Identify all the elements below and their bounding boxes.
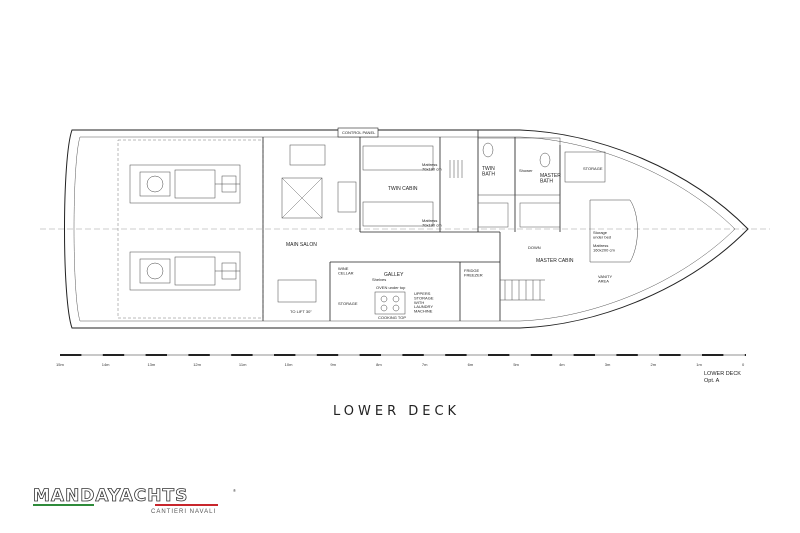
- deck-option-caption: LOWER DECK Opt. A: [704, 371, 741, 385]
- lower-deck-title: LOWER DECK: [333, 404, 461, 419]
- engine-top: [129, 164, 241, 204]
- control-panel-label: CONTROL PANEL: [342, 130, 376, 135]
- to-lift-label: TO LIFT 30": [290, 309, 312, 314]
- scale-labels: 15m 14m 13m 12m 11m 10m 9m 8m 7m 6m 5m 4m 3m 2m 1m 0: [56, 362, 745, 367]
- master-bed: [589, 199, 638, 263]
- scale-label: 15m: [56, 362, 64, 367]
- twin-cabin-label: TWIN CABIN: [388, 186, 418, 192]
- down-label: DOWN: [528, 245, 541, 250]
- shelves-label: Shelves: [372, 277, 386, 282]
- twin-bed-bottom: [362, 201, 434, 227]
- scale-label: 6m: [468, 362, 474, 367]
- scale-label: 14m: [102, 362, 110, 367]
- scale-label: 12m: [193, 362, 201, 367]
- master-cabin-label: MASTER CABIN: [536, 258, 574, 264]
- brand-subtitle: CANTIERI NAVALI: [151, 509, 217, 515]
- galley-label: GALLEY: [384, 272, 404, 278]
- deck-option: Opt. A: [704, 378, 720, 384]
- scale-label: 3m: [605, 362, 611, 367]
- scale-label: 11m: [239, 362, 247, 367]
- scale-label: 7m: [422, 362, 428, 367]
- scale-label: 2m: [651, 362, 657, 367]
- engine-bottom: [129, 251, 241, 291]
- scale-label: 13m: [147, 362, 155, 367]
- twin-bed-top: [362, 145, 434, 171]
- main-salon-label: MAIN SALON: [286, 242, 317, 248]
- storage-bottom-label: STORAGE: [338, 301, 358, 306]
- scale-label: 10m: [285, 362, 293, 367]
- scale-label: 8m: [376, 362, 382, 367]
- deck-name: LOWER DECK: [704, 371, 741, 377]
- hull-outline: [64, 129, 749, 329]
- brand-logo: MANDAYACHTS ® CANTIERI NAVALI: [33, 486, 243, 515]
- scale-label: 0: [742, 362, 745, 367]
- control-panel-box: [337, 127, 379, 138]
- engine-room: [117, 139, 264, 319]
- shower-label: Shower: [519, 168, 533, 173]
- scale-label: 9m: [330, 362, 336, 367]
- brand-name: MANDAYACHTS: [33, 486, 189, 507]
- oven-label: OVEN under top: [376, 285, 406, 290]
- scale-label: 5m: [513, 362, 519, 367]
- italian-flag-stripe: [33, 504, 218, 506]
- scale-label: 4m: [559, 362, 565, 367]
- scale-label: 1m: [696, 362, 702, 367]
- storage-top-label: STORAGE: [583, 166, 603, 171]
- registered-mark: ®: [233, 488, 236, 493]
- cooking-top-label: COOKING TOP: [378, 315, 406, 320]
